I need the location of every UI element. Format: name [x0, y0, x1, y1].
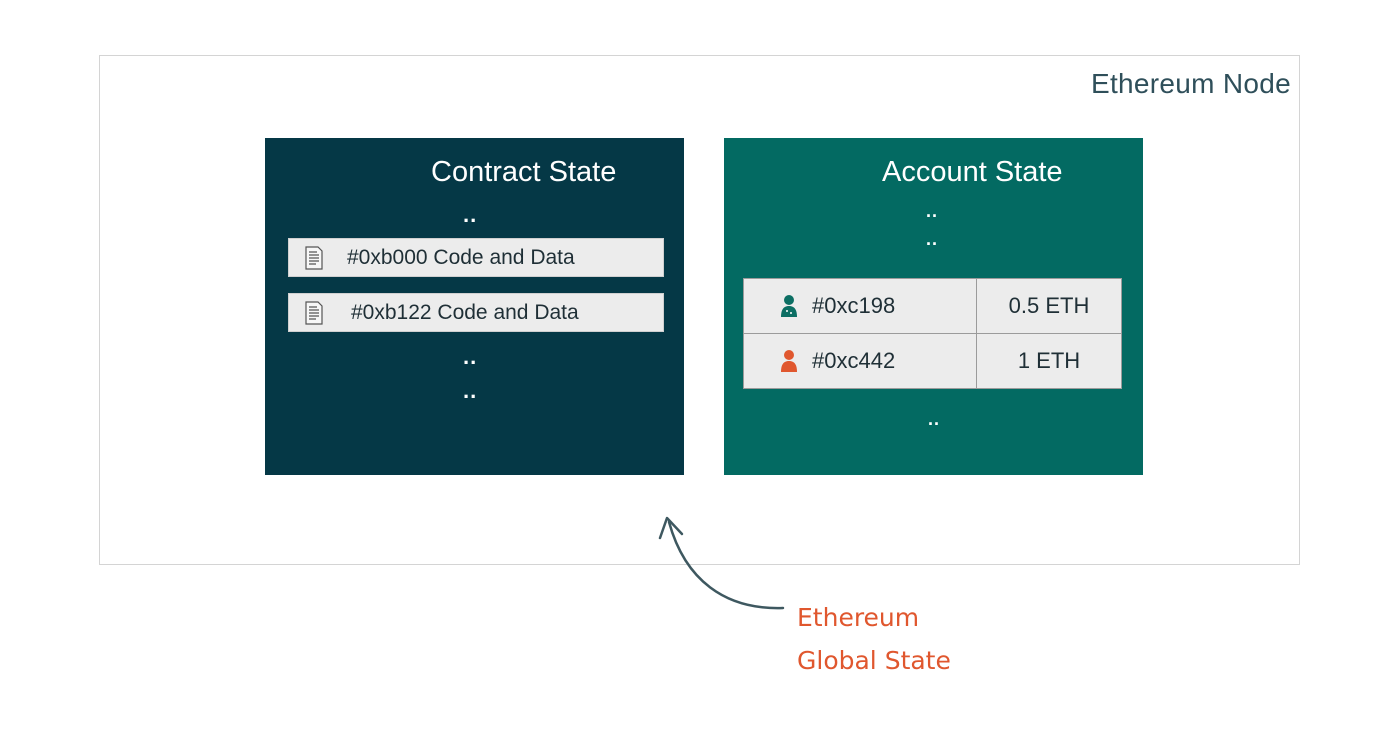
document-icon: [305, 300, 323, 325]
account-address: #0xc442: [812, 348, 896, 373]
user-icon: [781, 295, 797, 317]
account-table: #0xc198 0.5 ETH #0xc442 1 ETH: [743, 278, 1122, 389]
contract-item: #0xb122 Code and Data: [288, 293, 664, 332]
account-state-panel: Account State .. .. #0xc198 0.5 ETH #0xc…: [724, 138, 1143, 475]
account-state-title: Account State: [882, 156, 1063, 188]
curved-arrow-icon: [658, 516, 785, 610]
contract-item-label: #0xb000 Code and Data: [347, 245, 575, 269]
annotation-line: Ethereum: [797, 603, 920, 632]
ellipsis-dots: ..: [463, 378, 478, 403]
contract-item: #0xb000 Code and Data: [288, 238, 664, 277]
ellipsis-dots: ..: [463, 202, 478, 227]
user-icon: [781, 350, 797, 372]
contract-state-title: Contract State: [431, 156, 617, 188]
table-row: #0xc442 1 ETH: [744, 333, 1121, 388]
node-title: Ethereum Node: [1090, 68, 1291, 99]
account-address: #0xc198: [812, 293, 896, 318]
account-balance: 1 ETH: [1017, 348, 1081, 373]
account-address-cell: #0xc442: [744, 334, 977, 388]
ellipsis-dots: ..: [926, 229, 939, 249]
account-balance: 0.5 ETH: [1008, 293, 1090, 318]
contract-state-panel: Contract State .. #0xb000 Code and Data …: [265, 138, 684, 475]
document-icon: [305, 245, 323, 270]
ellipsis-dots: ..: [928, 409, 941, 429]
global-state-annotation: Ethereum Global State: [797, 596, 951, 682]
ethereum-node-frame: Ethereum Node: [99, 55, 1300, 565]
annotation-line: Global State: [797, 646, 951, 675]
ellipsis-dots: ..: [463, 344, 478, 369]
ellipsis-dots: ..: [926, 201, 939, 221]
account-address-cell: #0xc198: [744, 279, 977, 333]
contract-item-label: #0xb122 Code and Data: [351, 300, 579, 324]
table-row: #0xc198 0.5 ETH: [744, 279, 1121, 333]
